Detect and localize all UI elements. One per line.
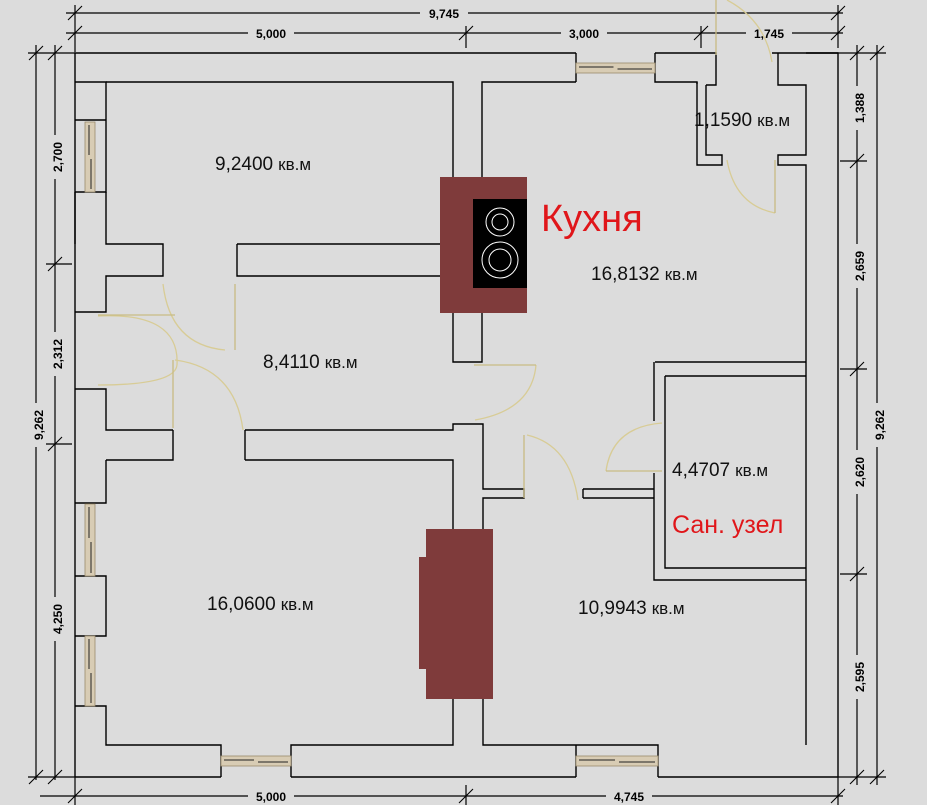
dim-left-seg-1: 2,700 (51, 142, 65, 172)
door-kitchen-arc (474, 364, 537, 421)
window (84, 635, 96, 707)
dim-right-seg-2: 2,659 (853, 251, 867, 281)
wall-segment (75, 460, 107, 504)
dimension-tick (47, 436, 63, 452)
cooktop (473, 199, 527, 288)
burner-icon (491, 213, 509, 231)
dim-right-seg-1: 1,388 (853, 93, 867, 123)
door-west-arc-1 (97, 315, 178, 366)
dimension-tick (830, 5, 846, 21)
window (220, 755, 292, 767)
dim-left-seg-2: 2,312 (51, 339, 65, 369)
dimension-tick (67, 25, 83, 41)
door-west-arc-2 (97, 364, 178, 386)
dimension-tick (849, 361, 865, 377)
room-label-bathroom: Сан. узел (672, 511, 783, 539)
dimension-tick (693, 25, 709, 41)
stove-body (426, 529, 493, 699)
wall-segment (75, 388, 173, 431)
burner-icon (488, 248, 512, 272)
wall-segment (664, 376, 806, 569)
dim-top-seg-3: 1,745 (754, 27, 784, 41)
wall-segment (236, 244, 443, 277)
dim-bottom-seg-1: 5,000 (256, 790, 286, 804)
window (575, 62, 656, 74)
wall-segment (777, 53, 807, 362)
dimension-tick (849, 45, 865, 61)
wall-segment (655, 52, 717, 86)
dimension-tick (849, 153, 865, 169)
dim-top-total: 9,745 (429, 7, 459, 21)
burner-icon (485, 207, 515, 237)
dim-right-seg-3: 2,620 (853, 457, 867, 487)
dimension-tick (849, 769, 865, 785)
burner-icon (481, 241, 519, 279)
wall-segment (106, 430, 174, 461)
dim-right-seg-4: 2,595 (853, 662, 867, 692)
dimension-tick (47, 769, 63, 785)
dim-right-total: 9,262 (873, 410, 887, 440)
dimension-tick (67, 788, 83, 804)
heating-stove (419, 529, 493, 699)
dimension-tick (830, 788, 846, 804)
wall-segment (696, 82, 723, 166)
dimension-tick (869, 769, 885, 785)
door-bottomleft-arc (174, 359, 244, 431)
doors (97, 0, 776, 501)
kitchen-stove (440, 177, 527, 313)
door-vestibule-arc (726, 159, 776, 214)
dimension-tick (458, 788, 474, 804)
stove-ledge (419, 557, 429, 669)
dim-top-seg-1: 5,000 (256, 27, 286, 41)
door-bottomright-arc (526, 434, 579, 501)
wall-segment (653, 473, 806, 581)
dimension-tick (849, 566, 865, 582)
dimension-tick (28, 45, 44, 61)
window (575, 755, 659, 767)
dim-bottom-seg-2: 4,745 (614, 790, 644, 804)
dim-left-total: 9,262 (32, 410, 46, 440)
room-label-kitchen: Кухня (541, 198, 643, 240)
wall-segment (245, 459, 454, 529)
door-bathroom-arc (605, 422, 663, 472)
wall-segment (75, 192, 164, 313)
dimension-tick (458, 25, 474, 41)
window (84, 503, 96, 577)
dimensions: 9,745 5,000 3,000 1,745 5,000 4,745 9,26… (28, 5, 887, 805)
dimension-ticks (28, 5, 885, 804)
dim-left-seg-3: 4,250 (51, 604, 65, 634)
dimension-tick (67, 5, 83, 21)
dimension-tick (47, 45, 63, 61)
wall-segment (106, 81, 576, 363)
door-entrance-arc (726, 0, 773, 63)
windows (84, 62, 659, 767)
dimension-tick (830, 25, 846, 41)
dimension-tick (28, 769, 44, 785)
dimension-tick (869, 45, 885, 61)
dim-top-seg-2: 3,000 (569, 27, 599, 41)
dimension-tick (47, 256, 63, 272)
door-topleft-arc (162, 283, 226, 351)
window (84, 121, 96, 193)
dim-labels: 9,745 5,000 3,000 1,745 5,000 4,745 9,26… (32, 6, 887, 804)
wall-segment (74, 52, 576, 777)
wall-segment (245, 423, 525, 529)
